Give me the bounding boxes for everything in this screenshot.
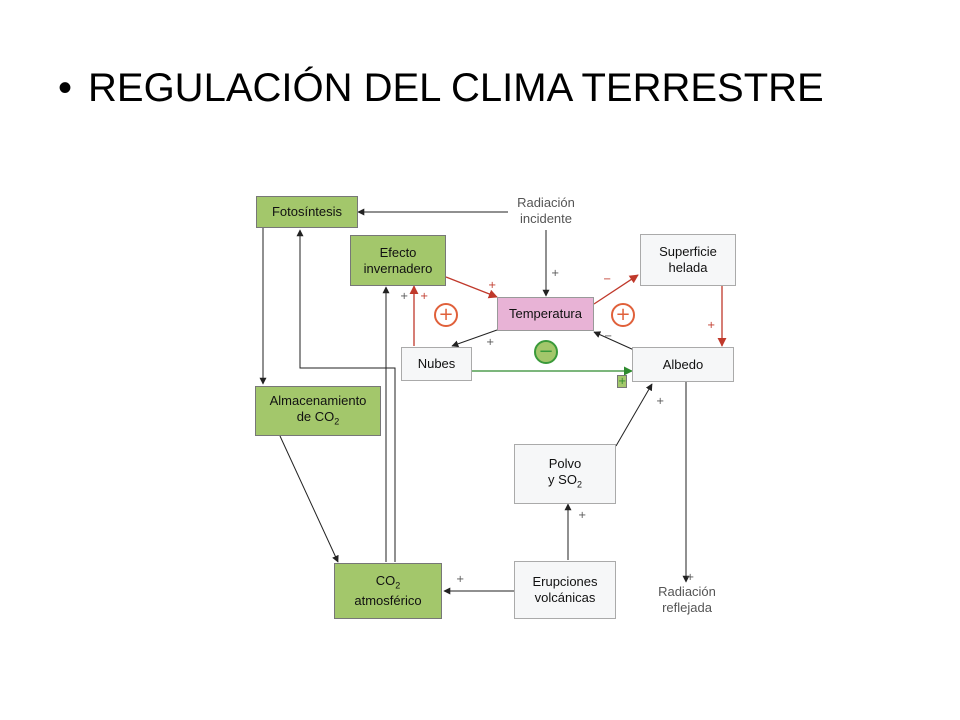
- node-erupciones-label-2: volcánicas: [534, 590, 596, 605]
- node-co2-atmosferico: CO2 atmosférico: [334, 563, 442, 619]
- sign-radiacion-temperatura: +: [551, 268, 560, 279]
- node-co2-label-2: atmosférico: [354, 593, 422, 609]
- node-polvo-label-2: y SO2: [548, 472, 582, 493]
- arrow-co2-fotosintesis: [296, 229, 396, 562]
- arrow-temperatura-nubes: [451, 329, 498, 348]
- sign-efecto-temperatura: +: [488, 280, 497, 291]
- arrow-polvo-albedo: [615, 383, 653, 447]
- node-superficie-helada: Superficie helada: [640, 234, 736, 286]
- arrow-almacen-co2: [279, 435, 339, 563]
- node-almacenamiento-co2: Almacenamiento de CO2: [255, 386, 381, 436]
- node-efecto-label-2: invernadero: [363, 260, 433, 276]
- sign-temperatura-superficie: −: [603, 274, 612, 285]
- node-nubes-label: Nubes: [417, 356, 456, 371]
- node-polvo-label-2-text: y SO: [548, 471, 577, 487]
- sign-co2-efecto: +: [400, 291, 409, 302]
- node-co2-label-1-text: CO: [375, 572, 396, 588]
- node-fotosintesis: Fotosíntesis: [256, 196, 358, 228]
- node-albedo: Albedo: [632, 347, 734, 382]
- node-superficie-label-2: helada: [668, 260, 708, 275]
- node-almacen-label-2-text: de CO: [296, 408, 335, 424]
- node-superficie-label-1: Superficie: [659, 244, 717, 259]
- node-temperatura: Temperatura: [497, 297, 594, 331]
- arrow-albedo-temperatura: [593, 331, 635, 351]
- node-efecto-invernadero: Efecto invernadero: [350, 235, 446, 286]
- positive-loop-right: +: [611, 303, 635, 327]
- node-fotosintesis-label: Fotosíntesis: [271, 204, 343, 219]
- sign-nubes-albedo: +: [617, 375, 628, 388]
- label-radiacion-reflejada-2: reflejada: [662, 600, 712, 615]
- arrow-temperatura-superficie: [593, 274, 639, 305]
- node-co2-subscript: 2: [395, 580, 401, 591]
- node-polvo-label-1: Polvo: [548, 455, 582, 471]
- node-polvo-subscript: 2: [576, 479, 582, 490]
- sign-nubes-efecto: +: [420, 291, 429, 302]
- node-almacen-label-1: Almacenamiento: [269, 392, 367, 408]
- node-erupciones-label-1: Erupciones: [532, 574, 598, 589]
- label-radiacion-reflejada: Radiación reflejada: [646, 584, 728, 616]
- sign-albedo-radiacion: +: [686, 572, 695, 583]
- node-albedo-label: Albedo: [662, 356, 704, 372]
- sign-erupciones-co2: +: [456, 574, 465, 585]
- slide-title: • REGULACIÓN DEL CLIMA TERRESTRE: [58, 66, 824, 111]
- label-radiacion-reflejada-1: Radiación: [658, 584, 716, 599]
- node-almacen-label-2: de CO2: [297, 409, 340, 430]
- title-text: REGULACIÓN DEL CLIMA TERRESTRE: [88, 66, 824, 110]
- label-radiacion-incidente-1: Radiación: [517, 195, 575, 210]
- node-temperatura-label: Temperatura: [509, 306, 582, 321]
- sign-albedo-temperatura: −: [604, 331, 613, 342]
- positive-loop-left: +: [434, 303, 458, 327]
- arrow-efecto-temperatura: [445, 276, 498, 299]
- node-erupciones-volcanicas: Erupciones volcánicas: [514, 561, 616, 619]
- sign-polvo-albedo: +: [656, 396, 665, 407]
- node-efecto-label-1: Efecto: [379, 244, 417, 260]
- label-radiacion-incidente-2: incidente: [519, 211, 573, 226]
- label-radiacion-incidente: Radiación incidente: [505, 195, 587, 227]
- sign-temperatura-nubes: +: [486, 337, 495, 348]
- node-co2-label-1: CO2: [376, 573, 401, 594]
- sign-erupciones-polvo: +: [578, 510, 587, 521]
- sign-superficie-albedo: +: [707, 320, 716, 331]
- node-polvo-so2: Polvo y SO2: [514, 444, 616, 504]
- negative-loop: −: [534, 340, 558, 364]
- node-nubes: Nubes: [401, 347, 472, 381]
- node-almacen-subscript: 2: [334, 416, 340, 427]
- title-bullet: •: [58, 66, 73, 110]
